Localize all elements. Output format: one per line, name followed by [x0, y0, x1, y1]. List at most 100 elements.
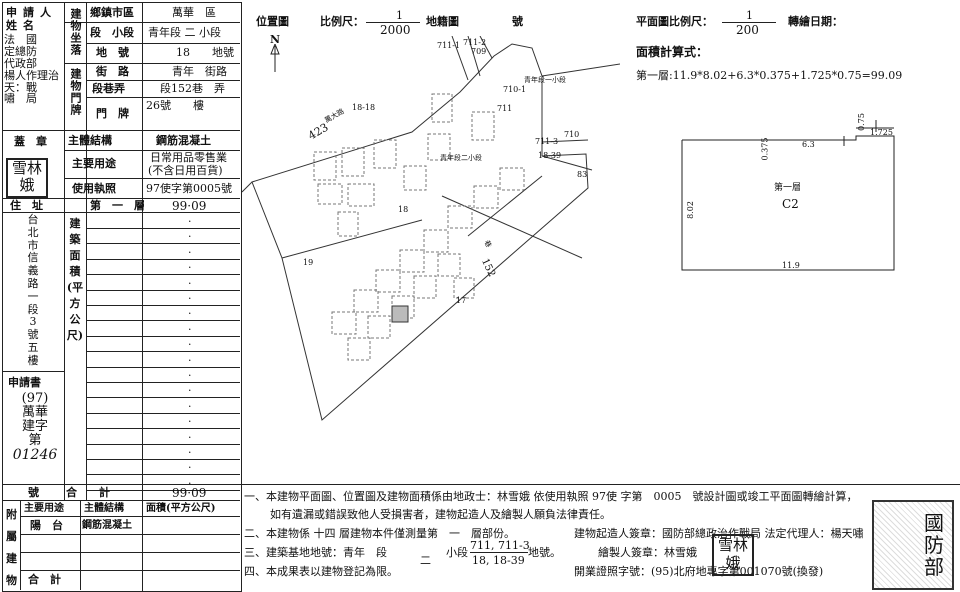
annex-total-label: 合 計 [28, 573, 61, 586]
area-row-value: · [188, 230, 192, 244]
area-row-line [86, 474, 240, 476]
annex-struct: 鋼筋混凝土 [82, 520, 132, 531]
site-label: 青年段一小段 [524, 76, 566, 84]
door-no-label: 門 牌 [96, 107, 129, 120]
site-label: 18-39 [538, 151, 562, 160]
cadastral-number: 號 [512, 15, 523, 28]
site-label: 19 [303, 258, 314, 267]
note-2: 二、本建物係 十四 層建物本件僅測量第 一 層部份。 [244, 527, 515, 540]
location-label: 建物坐落 [69, 8, 82, 56]
area-row-value: · [188, 399, 192, 413]
target-building [391, 305, 409, 323]
area-row-value: · [188, 476, 192, 490]
north-arrow-label: N [270, 33, 281, 46]
floor-plan-drawing [681, 120, 895, 271]
seal-stamp: 雪林娥 [6, 158, 48, 198]
area-row-line [86, 274, 240, 276]
note-2-right: 建物起造人簽章：國防部總政治作戰局 法定代理人：楊天嘯 [574, 527, 864, 540]
dim-label: 0.375 [760, 137, 770, 161]
street-value: 青年 街路 [172, 65, 227, 78]
note-4: 四、本成果表以建物登記為限。 [244, 565, 398, 578]
area-row-value: · [188, 215, 192, 228]
applicant-label: 申請人姓名 [6, 6, 57, 32]
note-3a: 三、建築基地地號：青年 段 [244, 546, 387, 559]
area-row-value: · [188, 369, 192, 382]
section-label: 段 小段 [90, 26, 134, 39]
area-row-line [86, 443, 240, 445]
area-row-value: · [188, 322, 192, 336]
area-row-value: · [188, 261, 192, 275]
area-row-line [86, 228, 240, 229]
district-value: 萬華 區 [172, 6, 216, 19]
area-col-label: 建築面積(平方公尺) [66, 217, 84, 342]
table-divider [64, 201, 65, 501]
area-row-line [86, 412, 240, 414]
door-label: 建物門牌 [69, 68, 82, 116]
area-row-line [86, 459, 240, 460]
dim-label: 8.02 [685, 201, 695, 219]
structure-value: 鋼筋混凝土 [156, 134, 211, 147]
site-label: 83 [577, 170, 588, 179]
seal-label: 蓋 章 [14, 135, 47, 148]
note-3-lots-bottom: 18, 18-39 [472, 554, 525, 567]
note-3-right: 繪製人簽章：林雪娥 [598, 546, 697, 559]
table-divider [86, 3, 87, 501]
section-value: 青年段 二 小段 [148, 26, 221, 39]
lane-label: 段巷弄 [92, 82, 125, 95]
floor-area: 99·09 [172, 199, 207, 213]
site-label: 711-1 [437, 41, 461, 50]
area-row-value: · [188, 338, 192, 352]
area-row-line [86, 382, 240, 383]
site-label: 17 [456, 296, 467, 305]
usage-value-2: (不含日用百貨) [148, 164, 223, 177]
area-row-value: · [188, 461, 192, 475]
floor-scale-num: 1 [746, 9, 753, 22]
floor-scale-den: 200 [736, 23, 759, 37]
note-1b: 如有遺漏或錯誤致他人受損害者，建物起造人及繪製人願負法律責任。 [270, 508, 611, 521]
total-label: 合 計 [66, 486, 110, 499]
application-number-suffix: 號 [28, 486, 39, 499]
area-row-line [86, 320, 240, 322]
area-row-line [86, 351, 240, 353]
site-map [242, 36, 620, 421]
license-value: 97使字第0005號 [146, 182, 232, 195]
site-label: 18 [398, 205, 409, 214]
lot-value: 18 地號 [176, 46, 234, 59]
floor-name: 第一層 [774, 183, 802, 193]
site-scale-den: 2000 [380, 23, 411, 37]
usage-label: 主要用途 [72, 157, 116, 170]
site-scale-num: 1 [396, 9, 403, 22]
lane-value: 段152巷 弄 [160, 82, 225, 95]
site-label: 711-3 [535, 137, 559, 146]
table-divider [64, 3, 65, 201]
site-label: 711 [497, 104, 513, 113]
dim-label: 11.9 [782, 261, 800, 270]
license-label: 使用執照 [72, 182, 116, 195]
site-label: 710 [564, 130, 580, 139]
annex-usage-header: 主要用途 [24, 503, 64, 514]
area-row-line [86, 305, 240, 306]
site-scale-label: 比例尺： [320, 15, 364, 28]
area-row-value: · [188, 307, 192, 321]
site-label: 711-2 [463, 38, 487, 47]
annex-usage: 陽 台 [30, 519, 63, 532]
site-plan-title: 位置圖 [256, 15, 289, 28]
area-row-value: · [188, 292, 192, 305]
area-row-line [86, 366, 240, 368]
site-label: 青年段二小段 [440, 154, 482, 162]
site-label: 18-18 [352, 103, 376, 112]
floor-label: 第 一 層 [90, 199, 145, 212]
note-4-right: 開業證照字號：(95)北府地專字第001070號(換發) [574, 565, 824, 578]
area-row-line [86, 243, 240, 245]
area-formula: 第一層:11.9*8.02+6.3*0.375+1.725*0.75=99.09 [636, 69, 903, 82]
annex-label: 附屬建物 [6, 508, 17, 587]
dim-label: 0.75 [856, 113, 866, 131]
floor-scale-label: 平面圖比例尺： [636, 15, 713, 28]
annex-area-header: 面積(平方公尺) [146, 503, 216, 514]
table-divider [142, 3, 143, 591]
area-row-value: · [188, 430, 192, 444]
area-row-value: · [188, 446, 192, 459]
formula-title: 面積計算式： [636, 45, 709, 59]
total-area: 99·09 [172, 486, 207, 500]
